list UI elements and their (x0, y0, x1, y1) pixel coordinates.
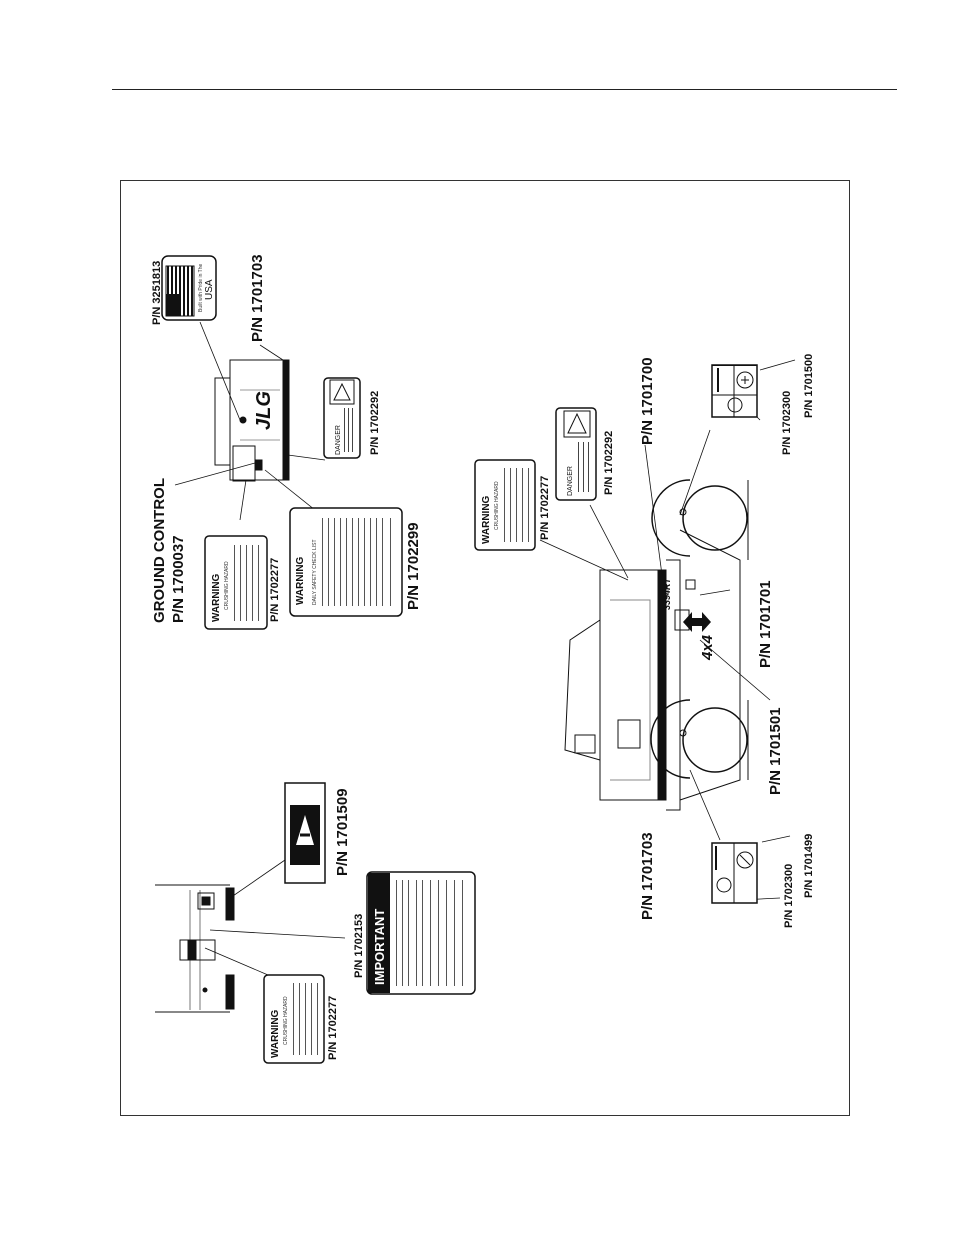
warning-top-title: WARNING (211, 573, 222, 622)
label-pn-1702277-bottom: P/N 1702277 (327, 996, 339, 1060)
important-title: IMPORTANT (372, 909, 387, 985)
label-pn-1702299: P/N 1702299 (405, 522, 422, 610)
4x4-logo: 4x4 (699, 634, 716, 661)
warning-decal-bottom: WARNING CRUSHING HAZARD (263, 974, 325, 1064)
jlg-logo: JLG (253, 391, 275, 430)
label-pn-1701500: P/N 1701500 (803, 354, 815, 418)
usa-decal: Built with Pride in The USA (161, 255, 217, 321)
warning-decal-top: WARNING CRUSHING HAZARD (204, 535, 268, 630)
warning-side-title: WARNING (481, 495, 492, 544)
label-pn-1701703-bottom: P/N 1701703 (639, 832, 656, 920)
danger-decal-top: DANGER (323, 377, 361, 459)
label-pn-1700037: P/N 1700037 (170, 535, 187, 623)
warning-bottom-sub: CRUSHING HAZARD (283, 996, 289, 1045)
end-view-leader-lines (204, 859, 346, 976)
label-pn-1702153: P/N 1702153 (353, 914, 365, 978)
hand-symbol-decal (284, 782, 326, 884)
danger-decal-side: DANGER (555, 407, 597, 501)
symbol-decals-right (711, 364, 758, 418)
danger-side-title: DANGER (567, 466, 574, 496)
usa-decal-usa: USA (204, 279, 215, 300)
label-pn-1702292-side: P/N 1702292 (603, 431, 615, 495)
label-pn-1702300-bottom: P/N 1702300 (783, 864, 795, 928)
label-pn-1701509: P/N 1701509 (334, 788, 351, 876)
usa-decal-text: Built with Pride in The (198, 264, 204, 312)
label-pn-3251813: P/N 3251813 (151, 261, 163, 325)
label-pn-1701499: P/N 1701499 (803, 834, 815, 898)
label-pn-1702292-top: P/N 1702292 (369, 391, 381, 455)
side-view-drawing (564, 479, 749, 811)
warning-decal-side: WARNING CRUSHING HAZARD (474, 459, 536, 551)
checklist-sub: DAILY SAFETY CHECK LIST (312, 539, 318, 605)
top-machine-drawing (214, 359, 290, 482)
important-decal: IMPORTANT (366, 871, 476, 995)
label-pn-1701700: P/N 1701700 (639, 357, 656, 445)
side-leader-lines (539, 359, 796, 901)
label-pn-1702277-top: P/N 1702277 (269, 558, 281, 622)
header-rule (112, 89, 897, 90)
direction-arrow-icon (683, 612, 711, 632)
label-pn-1701701: P/N 1701701 (757, 580, 774, 668)
warning-top-sub: CRUSHING HAZARD (224, 561, 230, 610)
danger-top-title: DANGER (335, 425, 342, 455)
end-view-drawing (155, 884, 235, 1013)
label-pn-1702300-top: P/N 1702300 (781, 391, 793, 455)
label-pn-1702277-side: P/N 1702277 (539, 476, 551, 540)
top-leader-lines (174, 321, 326, 521)
label-ground-control: GROUND CONTROL (151, 478, 168, 623)
model-decal: 3394RT (662, 577, 672, 610)
warning-side-sub: CRUSHING HAZARD (494, 481, 500, 530)
label-pn-1701501: P/N 1701501 (767, 707, 784, 795)
daily-checklist-decal: WARNING DAILY SAFETY CHECK LIST (289, 507, 403, 617)
label-pn-1701703-top: P/N 1701703 (249, 254, 266, 342)
checklist-title: WARNING (295, 556, 306, 605)
warning-bottom-title: WARNING (270, 1009, 281, 1058)
diagram-frame (120, 180, 850, 1116)
symbol-decals-right-bottom (711, 842, 758, 904)
